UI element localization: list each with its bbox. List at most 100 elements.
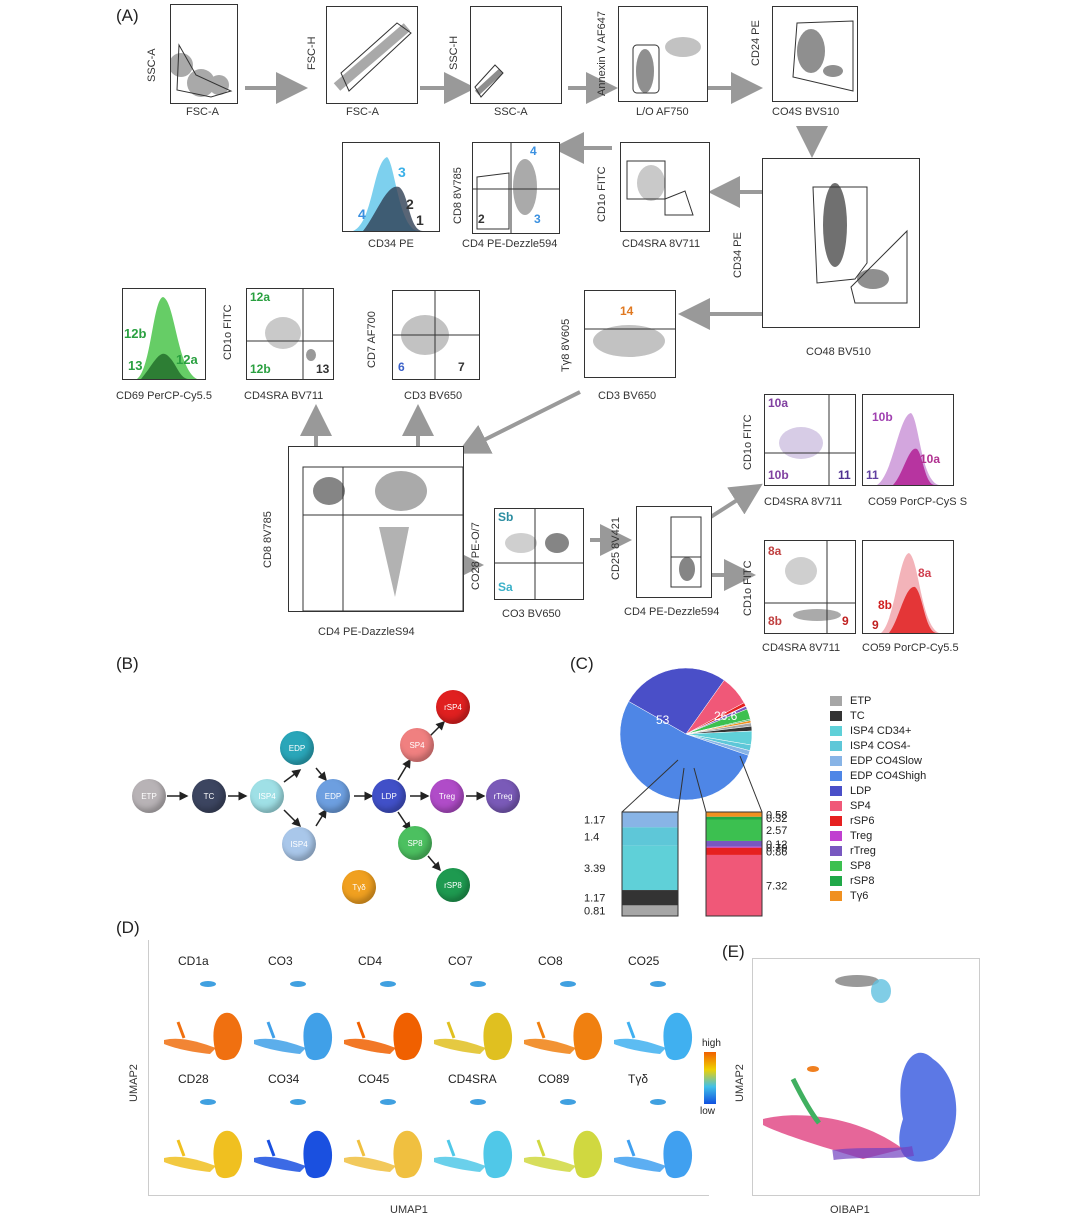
legend-item: Tγ6 <box>830 889 868 903</box>
gate-label: 8b <box>768 614 783 628</box>
legend-swatch <box>830 801 842 811</box>
umap-marker-plot <box>524 1099 603 1179</box>
legend-swatch <box>830 816 842 826</box>
legend-item: ETP <box>830 694 871 708</box>
axis-label: CD7 AF700 <box>366 311 378 368</box>
umap-marker-title: CD4 <box>358 954 383 968</box>
axis-label: CO28 PE-O/7 <box>470 522 482 590</box>
legend-label: ISP4 COS4- <box>850 740 911 752</box>
stacked-bar-segment <box>706 840 762 847</box>
axis-label: CD4 PE-Dezzle594 <box>624 606 720 618</box>
legend-label: Treg <box>850 830 873 842</box>
legend-label: Tγ6 <box>850 890 869 902</box>
gate-label: 4 <box>358 206 366 222</box>
flow-plot-ssc <box>470 6 562 104</box>
legend-item: EDP CO4Slow <box>830 754 922 768</box>
stacked-bar-segment <box>622 827 678 846</box>
umap-cluster-plot <box>752 958 980 1196</box>
flow-histogram-cd69-sp4 <box>862 540 954 634</box>
gate-label: 12a <box>176 352 198 367</box>
axis-label: CO3 BV650 <box>502 608 561 620</box>
gate-label: 12b <box>250 362 271 376</box>
gate-label: Sa <box>498 580 513 594</box>
flow-plot-fsc-ssc <box>170 4 238 104</box>
arrow-icon <box>456 390 581 454</box>
flow-plot-cd34-cd45 <box>762 158 920 328</box>
legend-item: Treg <box>830 829 872 843</box>
node-treg: Treg <box>430 779 464 813</box>
legend-swatch <box>830 741 842 751</box>
axis-label: CD3 BV650 <box>598 390 657 402</box>
gate-label: 10a <box>920 452 941 466</box>
flow-plot-cd8-cd4 <box>472 142 560 234</box>
umap-marker-plot <box>344 981 423 1061</box>
pie-label: 26.6 <box>714 709 738 723</box>
gate-label: 14 <box>620 304 634 318</box>
axis-label: Tγ8 8V605 <box>560 318 572 372</box>
node-tgd: Tγδ <box>342 870 376 904</box>
stacked-bar-segment <box>622 845 678 891</box>
pie-slice <box>685 733 751 756</box>
umap-marker-title: CO45 <box>358 1072 390 1086</box>
legend-label: ISP4 CD34+ <box>850 725 912 737</box>
gate-label: 10b <box>872 410 893 424</box>
legend-item: LDP <box>830 784 871 798</box>
legend-swatch <box>830 726 842 736</box>
stacked-bar-segment <box>622 812 678 828</box>
axis-label: UMAP1 <box>390 1204 428 1216</box>
flow-plot-fsc-fsch <box>326 6 418 104</box>
gate-label: 13 <box>316 362 330 376</box>
gate-label: 11 <box>866 468 879 482</box>
stacked-bar-segment <box>706 847 762 855</box>
axis-label: UMAP2 <box>128 1064 140 1102</box>
node-sp8: SP8 <box>398 826 432 860</box>
legend-item: ISP4 COS4- <box>830 739 911 753</box>
legend-label: EDP CO4Shigh <box>850 770 927 782</box>
gate-label: 9 <box>842 614 849 628</box>
gate-label: 8a <box>918 566 932 580</box>
umap-marker-plot <box>614 1099 693 1179</box>
flow-plot-cd24 <box>772 6 858 102</box>
umap-marker-title: CO7 <box>448 954 473 968</box>
flow-plot-cd1a-cd45ra <box>620 142 710 232</box>
legend-item: EDP CO4Shigh <box>830 769 926 783</box>
flow-histogram-cd69-treg <box>862 394 954 486</box>
gate-label: 2 <box>478 212 485 226</box>
node-rsp8: rSP8 <box>436 868 470 902</box>
axis-label: CD25 8V421 <box>610 517 622 580</box>
bar-label: 0.81 <box>584 906 605 918</box>
axis-label: CD24 PE <box>750 20 762 66</box>
axis-label: CO48 BV510 <box>806 346 871 358</box>
legend-item: SP8 <box>830 859 871 873</box>
umap-marker-plot <box>524 981 603 1061</box>
axis-label: CO4S BVS10 <box>772 106 840 118</box>
flow-plot-cd8-cd4-large <box>288 446 464 612</box>
bar-label: 0.70 <box>766 842 787 854</box>
colorbar <box>704 1052 716 1104</box>
gate-label: 8b <box>878 598 893 612</box>
legend-label: TC <box>850 710 865 722</box>
axis-label: FSC-H <box>306 36 318 70</box>
axis-label: CD4 PE-DazzleS94 <box>318 626 415 638</box>
umap-marker-plot <box>614 981 693 1061</box>
axis-label: CD4 PE-Dezzle594 <box>462 238 558 250</box>
legend-item: rTreg <box>830 844 876 858</box>
legend-swatch <box>830 831 842 841</box>
gate-label: 9 <box>872 618 879 632</box>
legend-label: ETP <box>850 695 872 707</box>
gate-label: 7 <box>458 360 465 374</box>
axis-label: CD1o FITC <box>222 304 234 360</box>
legend-swatch <box>830 891 842 901</box>
gate-label: 3 <box>398 164 406 180</box>
gate-label: 4 <box>530 144 537 158</box>
umap-marker-title: CD28 <box>178 1072 209 1086</box>
bar-label: 3.39 <box>584 863 605 875</box>
node-tc: TC <box>192 779 226 813</box>
flow-plot-cd28-cd3 <box>494 508 584 600</box>
umap-marker-title: CO34 <box>268 1072 300 1086</box>
umap-marker-plot <box>254 1099 333 1179</box>
axis-label: Annexin V AF647 <box>596 10 608 96</box>
umap-marker-title: CD1a <box>178 954 209 968</box>
